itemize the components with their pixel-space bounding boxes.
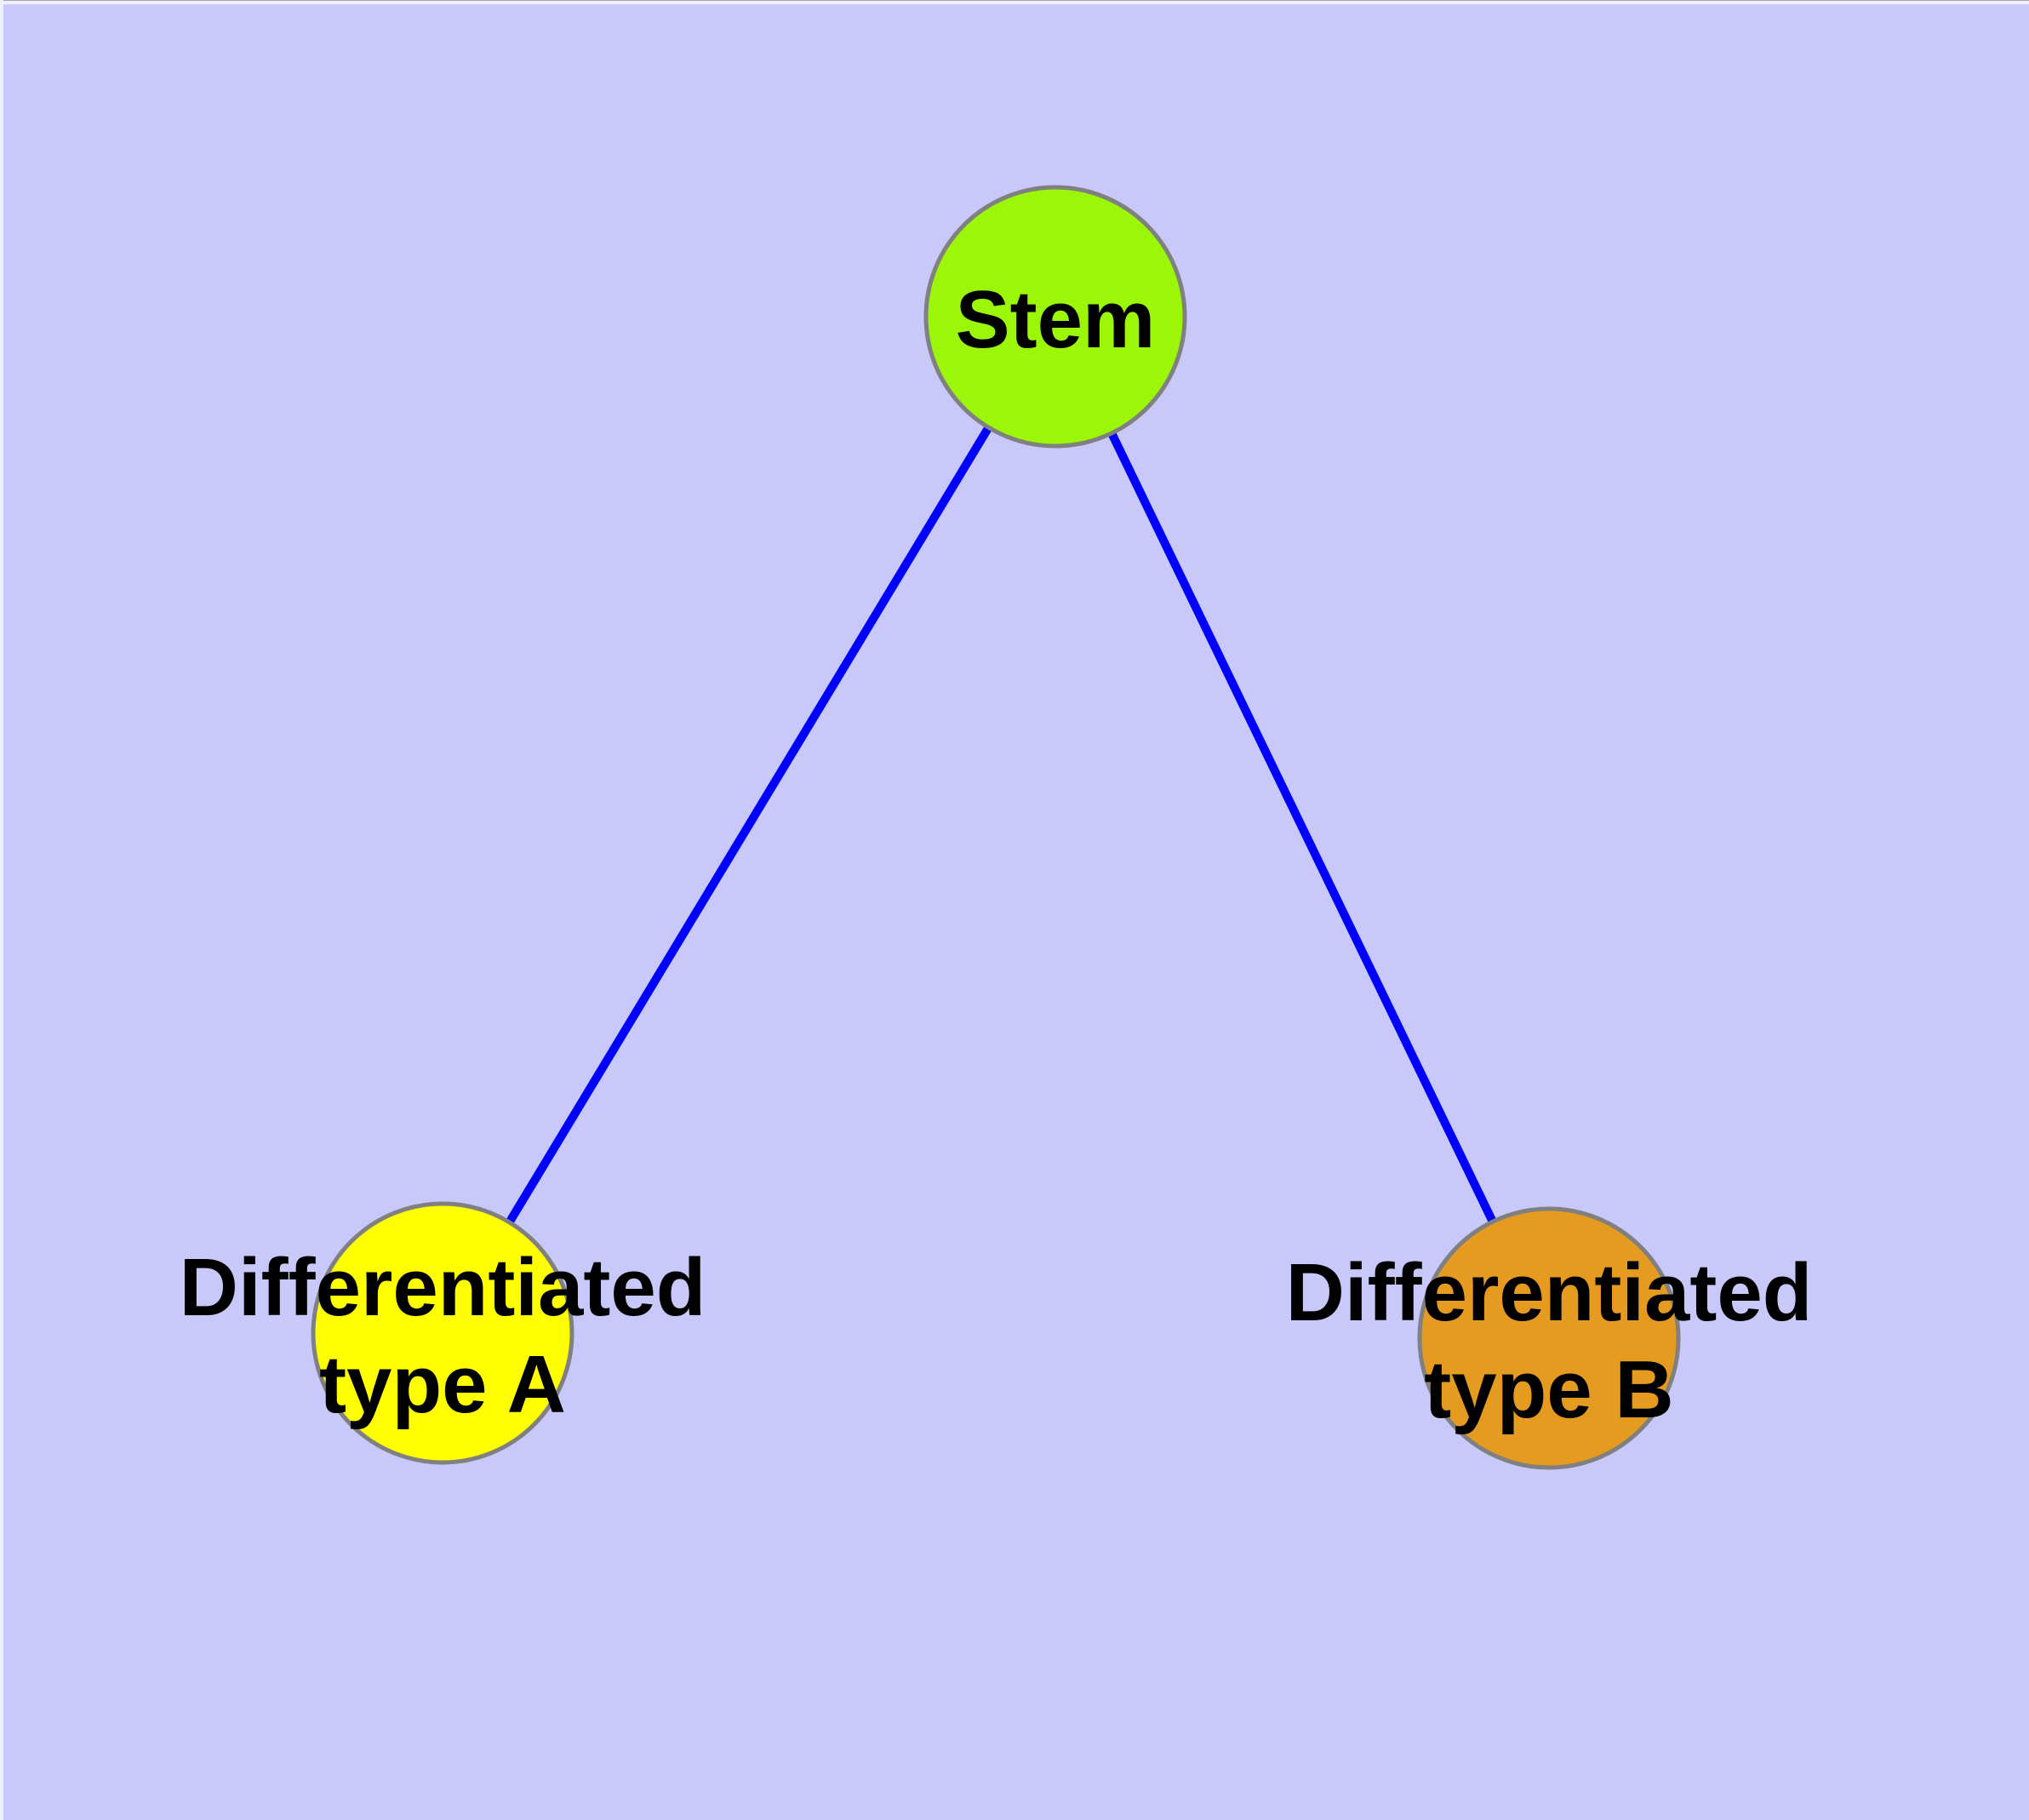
edge-stem-to-type-a	[438, 314, 1060, 1336]
node-stem-circle	[923, 185, 1187, 449]
edge-stem-to-type-b	[1051, 314, 1553, 1341]
node-type-b-circle	[1417, 1206, 1681, 1470]
window-edge-top-highlight	[0, 0, 2029, 4]
node-type-b-label: Differentiated type B	[1285, 1247, 1813, 1435]
window-edge-left-highlight	[0, 0, 3, 1820]
node-stem-label: Stem	[955, 274, 1156, 365]
node-type-a-label: Differentiated type A	[179, 1242, 706, 1430]
node-type-a-circle	[311, 1201, 574, 1465]
